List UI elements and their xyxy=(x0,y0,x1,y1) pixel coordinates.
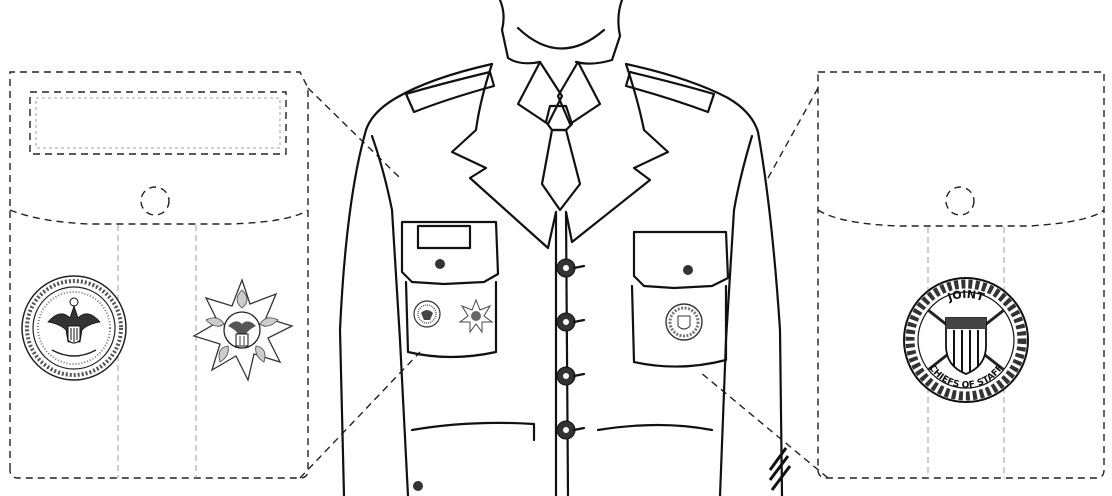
jacket-button-2 xyxy=(557,313,584,331)
right-leader-line-top xyxy=(768,88,818,178)
jacket-button-4 xyxy=(557,421,584,439)
presidential-service-badge-icon xyxy=(22,276,126,380)
right-leader-line-bottom xyxy=(700,372,828,478)
joint-chiefs-of-staff-badge-icon: JOINT CHIEFS OF STAFF xyxy=(904,278,1028,402)
jacket-jcs-badge-icon xyxy=(666,304,702,340)
jacket-sec-def-badge-icon xyxy=(460,300,492,332)
jacket-button-3 xyxy=(557,367,584,385)
jacket-button-1 xyxy=(557,259,584,277)
secretary-of-defense-badge-icon xyxy=(194,280,292,380)
uniform-jacket-illustration xyxy=(340,0,790,496)
left-pocket-detail xyxy=(10,72,308,478)
left-leader-line-top xyxy=(308,88,400,178)
right-pocket-detail xyxy=(818,72,1104,478)
jacket-presidential-badge-icon xyxy=(414,301,440,327)
